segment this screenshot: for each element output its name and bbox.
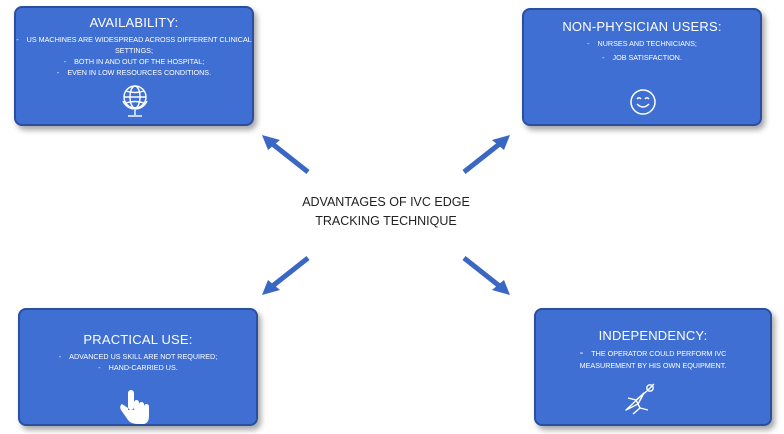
center-title-line-1: ADVANTAGES OF IVC EDGE bbox=[302, 195, 470, 209]
availability-box: AVAILABILITY: -US MACHINES ARE WIDESPREA… bbox=[14, 6, 254, 126]
center-title: ADVANTAGES OF IVC EDGE TRACKING TECHNIQU… bbox=[286, 193, 486, 231]
arrow-up-left bbox=[262, 135, 310, 174]
arrow-down-right bbox=[462, 256, 510, 295]
list-item: -HAND-CARRIED US. bbox=[98, 363, 178, 372]
arrow-down-left bbox=[262, 256, 310, 295]
independency-list: -THE OPERATOR COULD PERFORM IVC MEASUREM… bbox=[536, 347, 770, 372]
availability-title: AVAILABILITY: bbox=[89, 15, 179, 30]
superhero-icon bbox=[625, 383, 655, 415]
independency-box: INDEPENDENCY: -THE OPERATOR COULD PERFOR… bbox=[534, 308, 772, 426]
list-item: -EVEN IN LOW RESOURCES CONDITIONS. bbox=[56, 68, 212, 77]
practical-use-list: -ADVANCED US SKILL ARE NOT REQUIRED; -HA… bbox=[20, 351, 256, 373]
independency-title: INDEPENDENCY: bbox=[598, 328, 708, 343]
list-item: -BOTH IN AND OUT OF THE HOSPITAL; bbox=[63, 57, 205, 66]
practical-use-title: PRACTICAL USE: bbox=[83, 332, 193, 347]
arrow-up-right bbox=[462, 135, 510, 174]
practical-use-box: PRACTICAL USE: -ADVANCED US SKILL ARE NO… bbox=[18, 308, 258, 426]
list-item: -NURSES AND TECHNICIANS; bbox=[587, 39, 697, 48]
globe-icon bbox=[122, 85, 148, 117]
smiley-icon bbox=[630, 89, 656, 115]
center-title-line-2: TRACKING TECHNIQUE bbox=[315, 214, 457, 228]
non-physician-users-box: NON-PHYSICIAN USERS: -NURSES AND TECHNIC… bbox=[522, 8, 762, 126]
non-physician-users-title: NON-PHYSICIAN USERS: bbox=[562, 19, 722, 34]
list-item: -THE OPERATOR COULD PERFORM IVC MEASUREM… bbox=[579, 347, 727, 370]
availability-list: -US MACHINES ARE WIDESPREAD ACROSS DIFFE… bbox=[16, 34, 252, 78]
list-item: -JOB SATISFACTION. bbox=[602, 53, 682, 62]
pointing-hand-icon bbox=[120, 390, 149, 424]
list-item: -ADVANCED US SKILL ARE NOT REQUIRED; bbox=[58, 352, 218, 361]
list-item: -US MACHINES ARE WIDESPREAD ACROSS DIFFE… bbox=[16, 35, 252, 55]
non-physician-users-list: -NURSES AND TECHNICIANS; -JOB SATISFACTI… bbox=[524, 38, 760, 63]
